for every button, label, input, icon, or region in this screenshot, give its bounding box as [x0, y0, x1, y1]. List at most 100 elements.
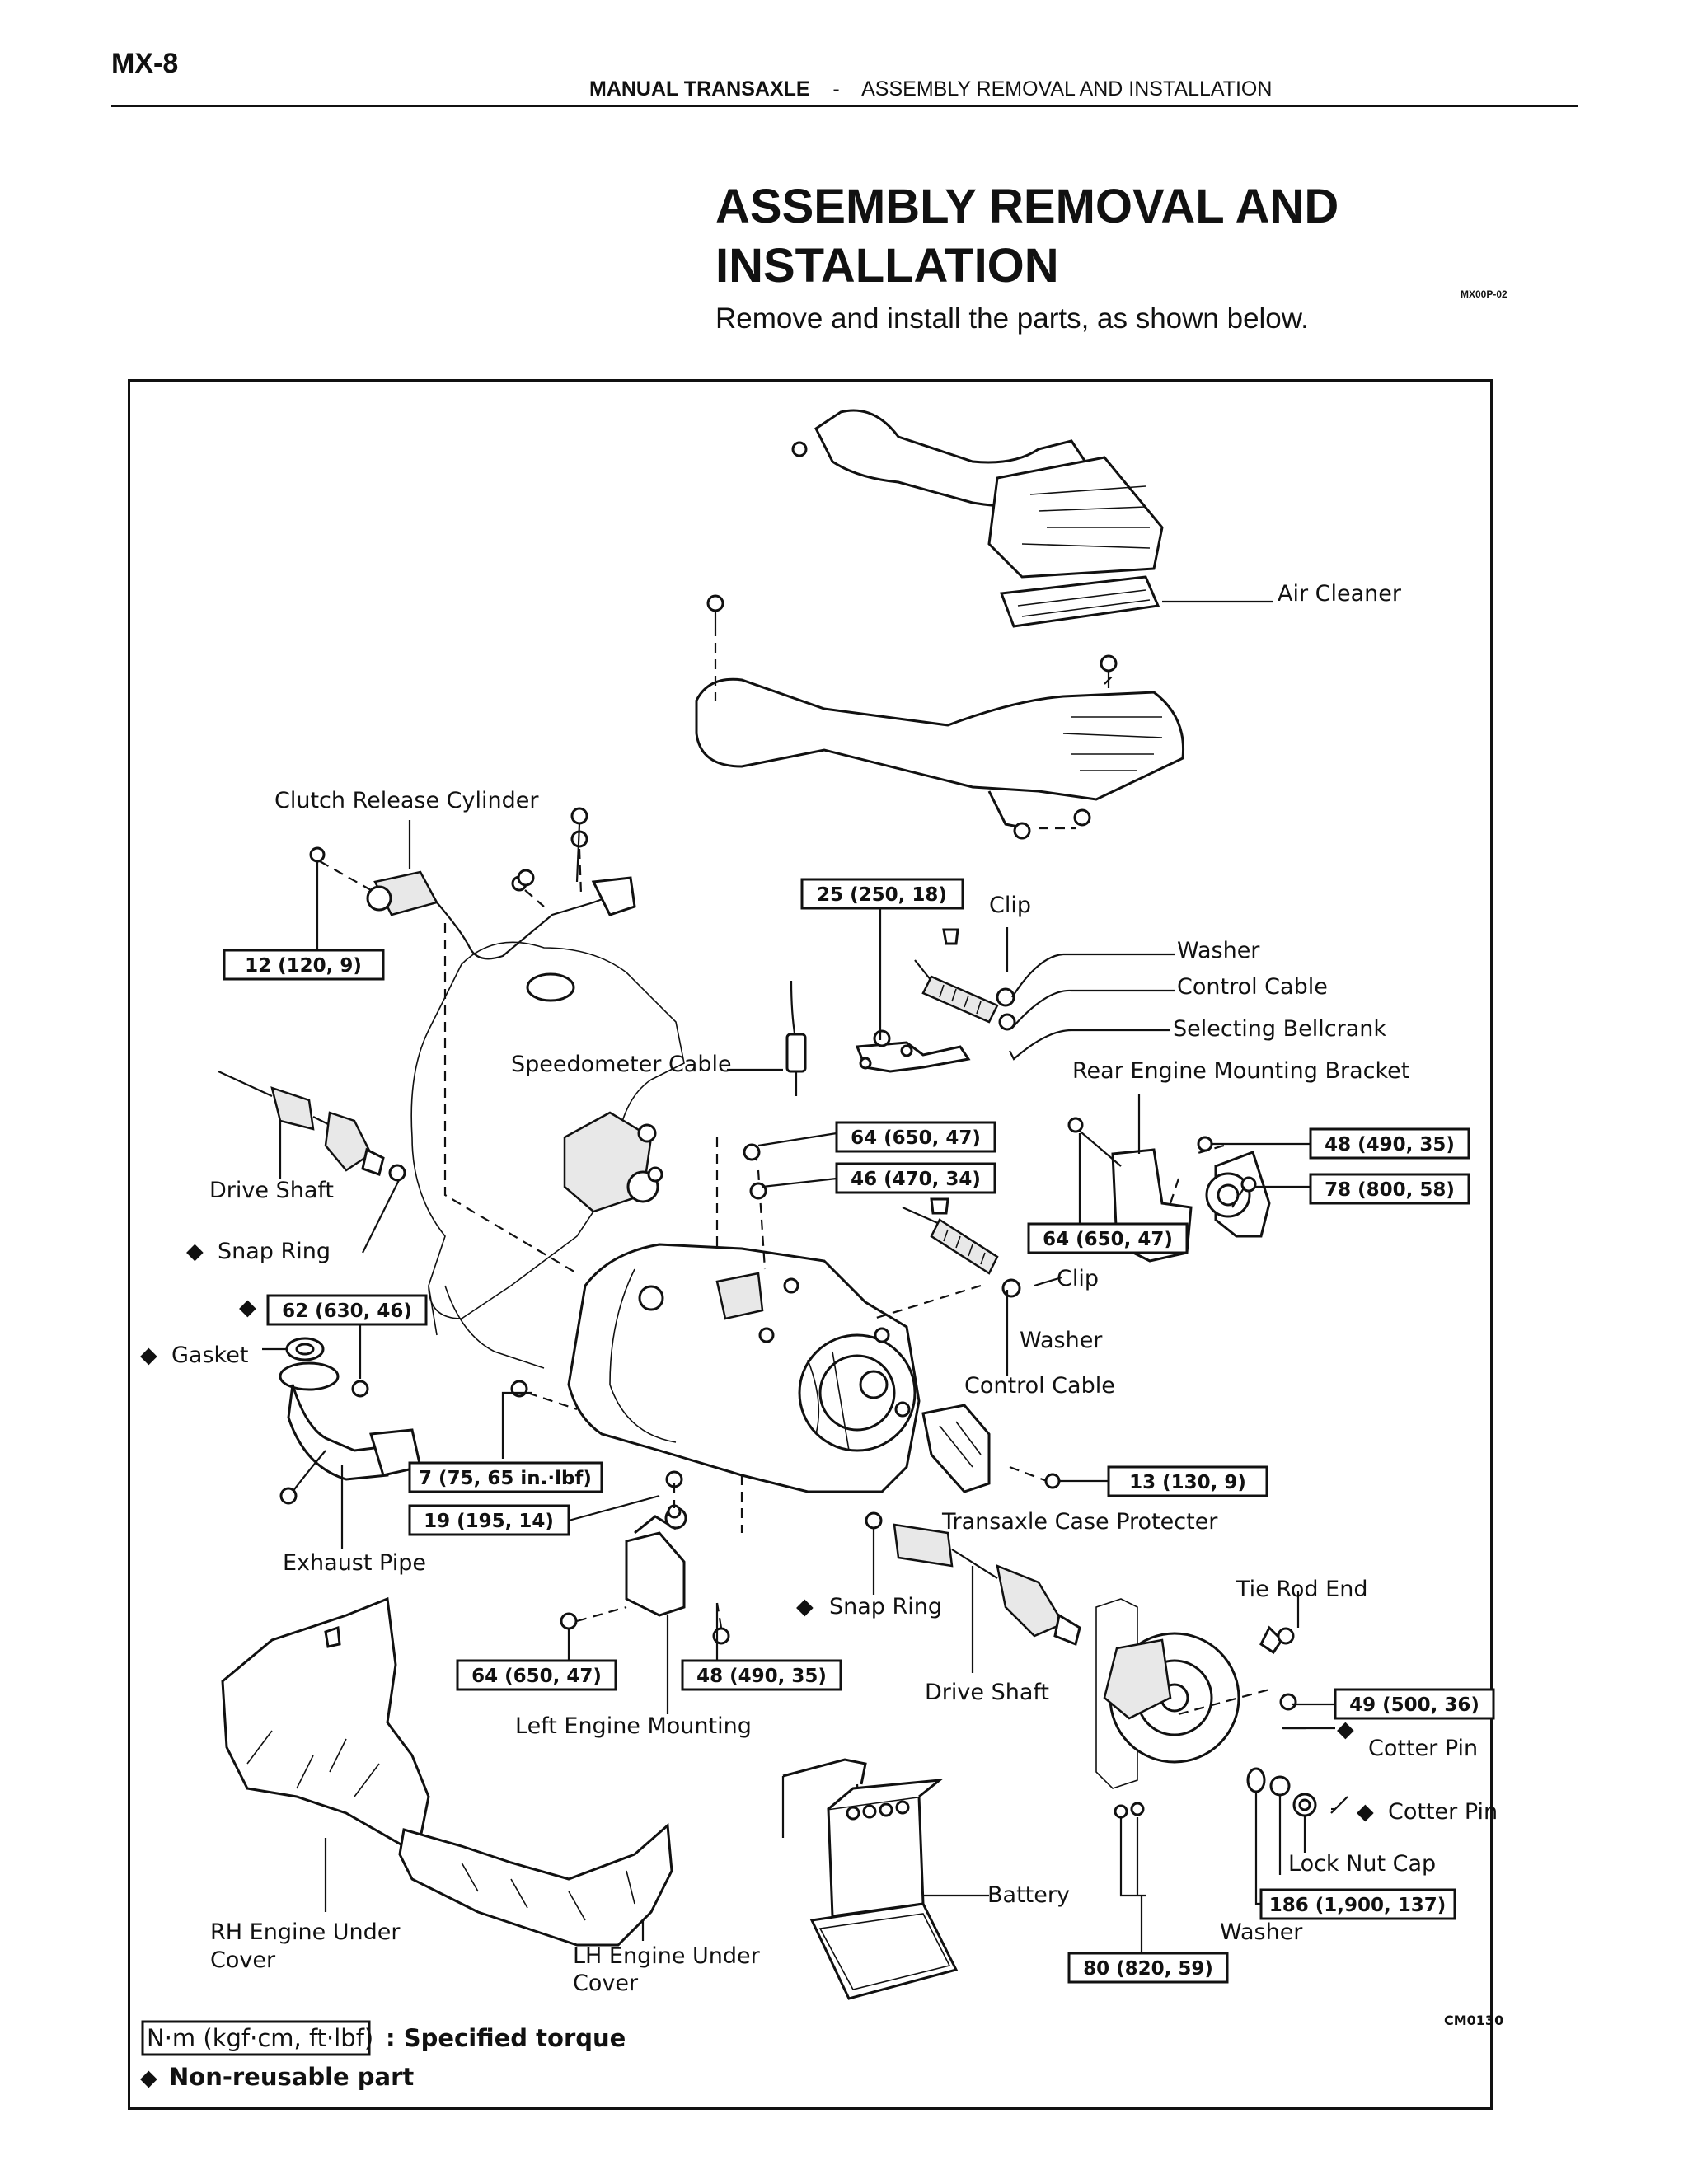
torque-spec: 46 (470, 34) — [835, 1162, 996, 1194]
header-topic: ASSEMBLY REMOVAL AND INSTALLATION — [861, 77, 1273, 101]
torque-value: 25 (250, 18) — [817, 884, 947, 906]
legend-non-reusable: Non-reusable part — [169, 2063, 414, 2091]
torque-value: 49 (500, 36) — [1349, 1694, 1479, 1716]
torque-value: 186 (1,900, 137) — [1269, 1895, 1447, 1916]
label-clutch-release-cylinder: Clutch Release Cylinder — [274, 788, 539, 813]
torque-value: 64 (650, 47) — [851, 1127, 981, 1149]
left-engine-mounting-drawing — [560, 1470, 730, 1645]
bolt-icons — [510, 594, 1118, 1398]
label-selecting-bellcrank: Selecting Bellcrank — [1173, 1016, 1386, 1042]
non-reusable-mark: ◆ — [796, 1594, 814, 1619]
label-snap-ring-left: Snap Ring — [218, 1239, 331, 1264]
torque-spec: 25 (250, 18) — [800, 878, 964, 910]
leader-lines — [262, 600, 1335, 1953]
torque-spec: ◆ 62 (630, 46) — [239, 1294, 428, 1326]
label-gasket: Gasket — [171, 1343, 248, 1368]
torque-spec: 186 (1,900, 137) — [1259, 1888, 1456, 1920]
legend-specified-torque: : Specified torque — [386, 2024, 626, 2052]
torque-spec: 78 (800, 58) — [1309, 1173, 1470, 1205]
transaxle-case-protecter-drawing — [921, 1404, 1061, 1493]
torque-spec: 7 (75, 65 in.·lbf) — [408, 1461, 603, 1493]
label-drive-shaft-right: Drive Shaft — [925, 1680, 1049, 1705]
diagram-frame — [128, 379, 1493, 2110]
legend: N·m (kgf·cm, ft·lbf) : Specified torque … — [140, 2020, 626, 2091]
header-separator: - — [832, 77, 840, 101]
label-tie-rod-end: Tie Rod End — [1236, 1577, 1367, 1602]
non-reusable-mark: ◆ — [186, 1239, 204, 1264]
torque-spec: 48 (490, 35) — [681, 1659, 842, 1691]
air-cleaner-hose-drawing — [791, 409, 1164, 579]
engine-outline-lower — [428, 1285, 545, 1369]
label-snap-ring-right: Snap Ring — [829, 1594, 942, 1619]
label-lock-nut-cap: Lock Nut Cap — [1288, 1851, 1436, 1877]
air-filter-element-drawing — [999, 575, 1160, 628]
page-title-line1: ASSEMBLY REMOVAL AND — [715, 180, 1339, 233]
torque-value: 12 (120, 9) — [245, 955, 362, 977]
speedometer-driven-gear-drawing — [563, 1111, 663, 1213]
running-header: MANUAL TRANSAXLE - ASSEMBLY REMOVAL AND … — [589, 77, 1272, 101]
label-rh-engine-under-cover-1: RH Engine Under — [210, 1919, 401, 1945]
selecting-bellcrank-drawing — [855, 1041, 971, 1073]
label-drive-shaft-left: Drive Shaft — [209, 1178, 334, 1203]
clutch-release-cylinder-drawing — [309, 807, 636, 960]
torque-value: 19 (195, 14) — [424, 1511, 554, 1532]
drive-shaft-right-drawing — [865, 1511, 1081, 1647]
torque-spec: 80 (820, 59) — [1067, 1952, 1229, 1984]
control-cable-mid-drawing — [902, 1197, 1021, 1298]
label-washer-mid: Washer — [1020, 1328, 1103, 1353]
rh-engine-under-cover-drawing — [221, 1596, 430, 1848]
torque-spec: 19 (195, 14) — [408, 1504, 570, 1536]
torque-value: 64 (650, 47) — [1043, 1229, 1173, 1250]
label-washer-bottom: Washer — [1220, 1919, 1303, 1945]
label-control-cable-top: Control Cable — [1177, 974, 1328, 1000]
non-reusable-mark: ◆ — [1357, 1799, 1374, 1825]
label-left-engine-mounting: Left Engine Mounting — [515, 1713, 752, 1739]
label-rear-engine-mounting-bracket: Rear Engine Mounting Bracket — [1072, 1058, 1409, 1084]
torque-value: 46 (470, 34) — [851, 1169, 981, 1190]
steering-knuckle-hub-drawing — [1095, 1598, 1306, 1789]
non-reusable-mark: ◆ — [140, 1343, 157, 1368]
diagram-code: CM0130 — [1444, 2013, 1503, 2028]
gasket-drawing — [285, 1337, 325, 1361]
torque-value: 48 (490, 35) — [696, 1666, 827, 1687]
torque-spec: 64 (650, 47) — [1027, 1222, 1189, 1254]
label-speedometer-cable: Speedometer Cable — [511, 1052, 732, 1077]
label-battery: Battery — [987, 1882, 1070, 1908]
exhaust-pipe-drawing — [279, 1361, 422, 1505]
torque-value: 7 (75, 65 in.·lbf) — [419, 1468, 592, 1489]
transaxle-housing-drawing — [567, 1243, 921, 1493]
non-reusable-mark: ◆ — [239, 1295, 256, 1320]
page-title-line2: INSTALLATION — [715, 239, 1059, 293]
page-subtitle: Remove and install the parts, as shown b… — [715, 302, 1309, 335]
speedometer-cable-drawing — [785, 980, 807, 1096]
label-clip-mid: Clip — [1057, 1266, 1099, 1291]
hub-nut-set-drawing — [1114, 1767, 1348, 1819]
torque-spec: 48 (490, 35) — [1309, 1127, 1470, 1160]
torque-value: 48 (490, 35) — [1325, 1134, 1455, 1155]
torque-value: 64 (650, 47) — [471, 1666, 602, 1687]
label-washer-top: Washer — [1177, 938, 1260, 963]
legend-torque-box — [141, 2020, 371, 2056]
non-reusable-mark: ◆ — [1337, 1717, 1354, 1742]
header-rule — [111, 105, 1578, 107]
engine-cap — [526, 972, 575, 1002]
control-cable-top-drawing — [914, 928, 1016, 1031]
label-control-cable-mid: Control Cable — [964, 1373, 1115, 1399]
label-lh-engine-under-cover-2: Cover — [573, 1971, 639, 1996]
lh-engine-under-cover-drawing — [398, 1822, 673, 1947]
label-exhaust-pipe: Exhaust Pipe — [283, 1550, 426, 1576]
non-reusable-mark: ◆ — [140, 2065, 157, 2091]
air-cleaner-case-drawing — [695, 677, 1185, 840]
document-code: MX00P-02 — [1461, 288, 1507, 300]
torque-spec: 49 (500, 36) — [1334, 1688, 1495, 1720]
label-rh-engine-under-cover-2: Cover — [210, 1947, 276, 1973]
torque-spec: 13 (130, 9) — [1107, 1465, 1268, 1497]
label-lh-engine-under-cover-1: LH Engine Under — [573, 1943, 761, 1969]
torque-spec: 12 (120, 9) — [223, 949, 385, 981]
drive-shaft-left-drawing — [218, 1071, 406, 1182]
label-transaxle-case-protecter: Transaxle Case Protecter — [941, 1509, 1218, 1535]
torque-value: 13 (130, 9) — [1129, 1472, 1246, 1493]
torque-value: 78 (800, 58) — [1325, 1179, 1455, 1201]
label-cotter-pin-1: Cotter Pin — [1368, 1736, 1478, 1761]
